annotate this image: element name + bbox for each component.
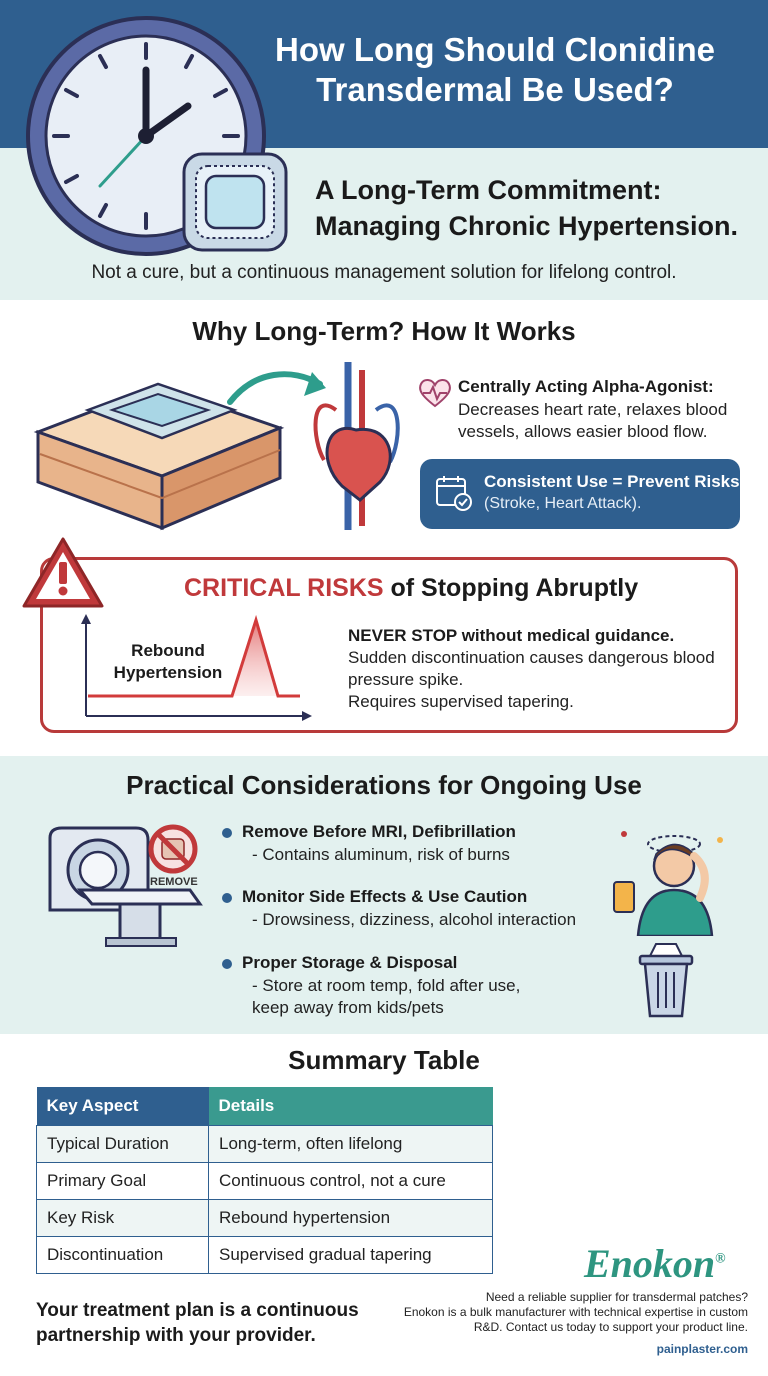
dizzy-person-icon bbox=[613, 831, 723, 936]
remove-label: REMOVE bbox=[150, 876, 198, 888]
rebound-hypertension-graph bbox=[81, 614, 312, 721]
spike-line bbox=[88, 614, 300, 698]
table-cell: Typical Duration bbox=[36, 1124, 209, 1163]
skin-to-heart-illustration bbox=[33, 362, 400, 531]
summary-table: Key Aspect Details Typical Duration Long… bbox=[36, 1087, 493, 1274]
table-cell: Discontinuation bbox=[36, 1235, 209, 1274]
table-cell: Primary Goal bbox=[36, 1161, 209, 1200]
table-header-cell: Details bbox=[208, 1087, 493, 1125]
table-row: Primary Goal Continuous control, not a c… bbox=[36, 1161, 493, 1200]
table-cell: Long-term, often lifelong bbox=[208, 1124, 493, 1163]
critical-risks-title-rest: of Stopping Abruptly bbox=[383, 574, 639, 602]
critical-risks-panel bbox=[40, 557, 738, 733]
trash-bin-icon bbox=[638, 943, 694, 1018]
table-cell: Supervised gradual tapering bbox=[208, 1235, 493, 1274]
graph-label: Rebound Hypertension bbox=[113, 641, 223, 682]
practical-item-title: Proper Storage & Disposal bbox=[242, 953, 458, 972]
website-link[interactable]: painplaster.com bbox=[656, 1342, 748, 1356]
practical-item-mri: Remove Before MRI, Defibrillation - Cont… bbox=[222, 822, 622, 872]
practical-title: Practical Considerations for Ongoing Use bbox=[126, 770, 642, 800]
critical-risks-title: CRITICAL RISKS of Stopping Abruptly bbox=[184, 574, 638, 603]
table-row: Key Risk Rebound hypertension bbox=[36, 1198, 493, 1237]
table-row: Typical Duration Long-term, often lifelo… bbox=[36, 1124, 493, 1163]
practical-item-title: Monitor Side Effects & Use Caution bbox=[242, 887, 528, 906]
table-cell: Key Risk bbox=[36, 1198, 209, 1237]
practical-item-description: - Contains aluminum, risk of burns bbox=[252, 845, 510, 864]
table-cell: Rebound hypertension bbox=[208, 1198, 493, 1237]
arrow-head-icon bbox=[304, 372, 326, 396]
registered-mark: ® bbox=[715, 1251, 726, 1267]
practical-item-storage: Proper Storage & Disposal - Store at roo… bbox=[222, 953, 622, 1023]
critical-risks-title-red: CRITICAL RISKS bbox=[184, 574, 384, 602]
risk-description: Sudden discontinuation causes dangerous … bbox=[348, 648, 715, 711]
skin-layer-icon bbox=[33, 382, 285, 531]
heart-icon bbox=[313, 362, 400, 530]
table-header-row: Key Aspect Details bbox=[36, 1087, 493, 1125]
summary-title: Summary Table bbox=[288, 1045, 480, 1075]
table-cell: Continuous control, not a cure bbox=[208, 1161, 493, 1200]
warning-icon bbox=[22, 537, 104, 608]
page-title: How Long Should Clonidine Transdermal Be… bbox=[275, 31, 715, 108]
consistent-use-callout: Consistent Use = Prevent Risks (Stroke, … bbox=[420, 459, 740, 529]
bullet bbox=[222, 893, 232, 903]
spike-fill bbox=[232, 620, 278, 696]
table-header-cell: Key Aspect bbox=[36, 1087, 209, 1125]
alpha-agonist-description: Decreases heart rate, relaxes blood vess… bbox=[458, 400, 728, 441]
table-row: Discontinuation Supervised gradual taper… bbox=[36, 1235, 493, 1274]
practical-item-title: Remove Before MRI, Defibrillation bbox=[242, 822, 516, 841]
supplier-note: Need a reliable supplier for transdermal… bbox=[403, 1290, 748, 1334]
transdermal-patch-icon bbox=[182, 152, 288, 252]
no-patch-icon bbox=[148, 824, 198, 874]
tagline: Not a cure, but a continuous management … bbox=[91, 262, 677, 283]
practical-item-description: - Store at room temp, fold after use, ke… bbox=[252, 976, 521, 1017]
alpha-agonist-title: Centrally Acting Alpha-Agonist: bbox=[458, 377, 714, 396]
arrow-icon bbox=[227, 371, 323, 405]
how-it-works-title: Why Long-Term? How It Works bbox=[192, 316, 576, 346]
calendar-check-icon bbox=[436, 476, 472, 511]
practical-item-description: - Drowsiness, dizziness, alcohol interac… bbox=[252, 910, 577, 929]
closing-statement: Your treatment plan is a continuous part… bbox=[36, 1300, 359, 1346]
page-subtitle: A Long-Term Commitment: Managing Chronic… bbox=[315, 175, 739, 241]
consistent-use-title: Consistent Use = Prevent Risks bbox=[484, 472, 740, 491]
consistent-use-description: (Stroke, Heart Attack). bbox=[484, 495, 642, 512]
bullet bbox=[222, 828, 232, 838]
practical-item-side-effects: Monitor Side Effects & Use Caution - Dro… bbox=[222, 887, 622, 937]
clock-and-patch-illustration bbox=[26, 16, 288, 256]
never-stop-warning: NEVER STOP without medical guidance. bbox=[348, 626, 675, 645]
mri-machine-icon bbox=[48, 826, 203, 947]
heartbeat-icon bbox=[419, 379, 451, 408]
brand-logo: Enokon® bbox=[584, 1241, 726, 1286]
bullet bbox=[222, 959, 232, 969]
